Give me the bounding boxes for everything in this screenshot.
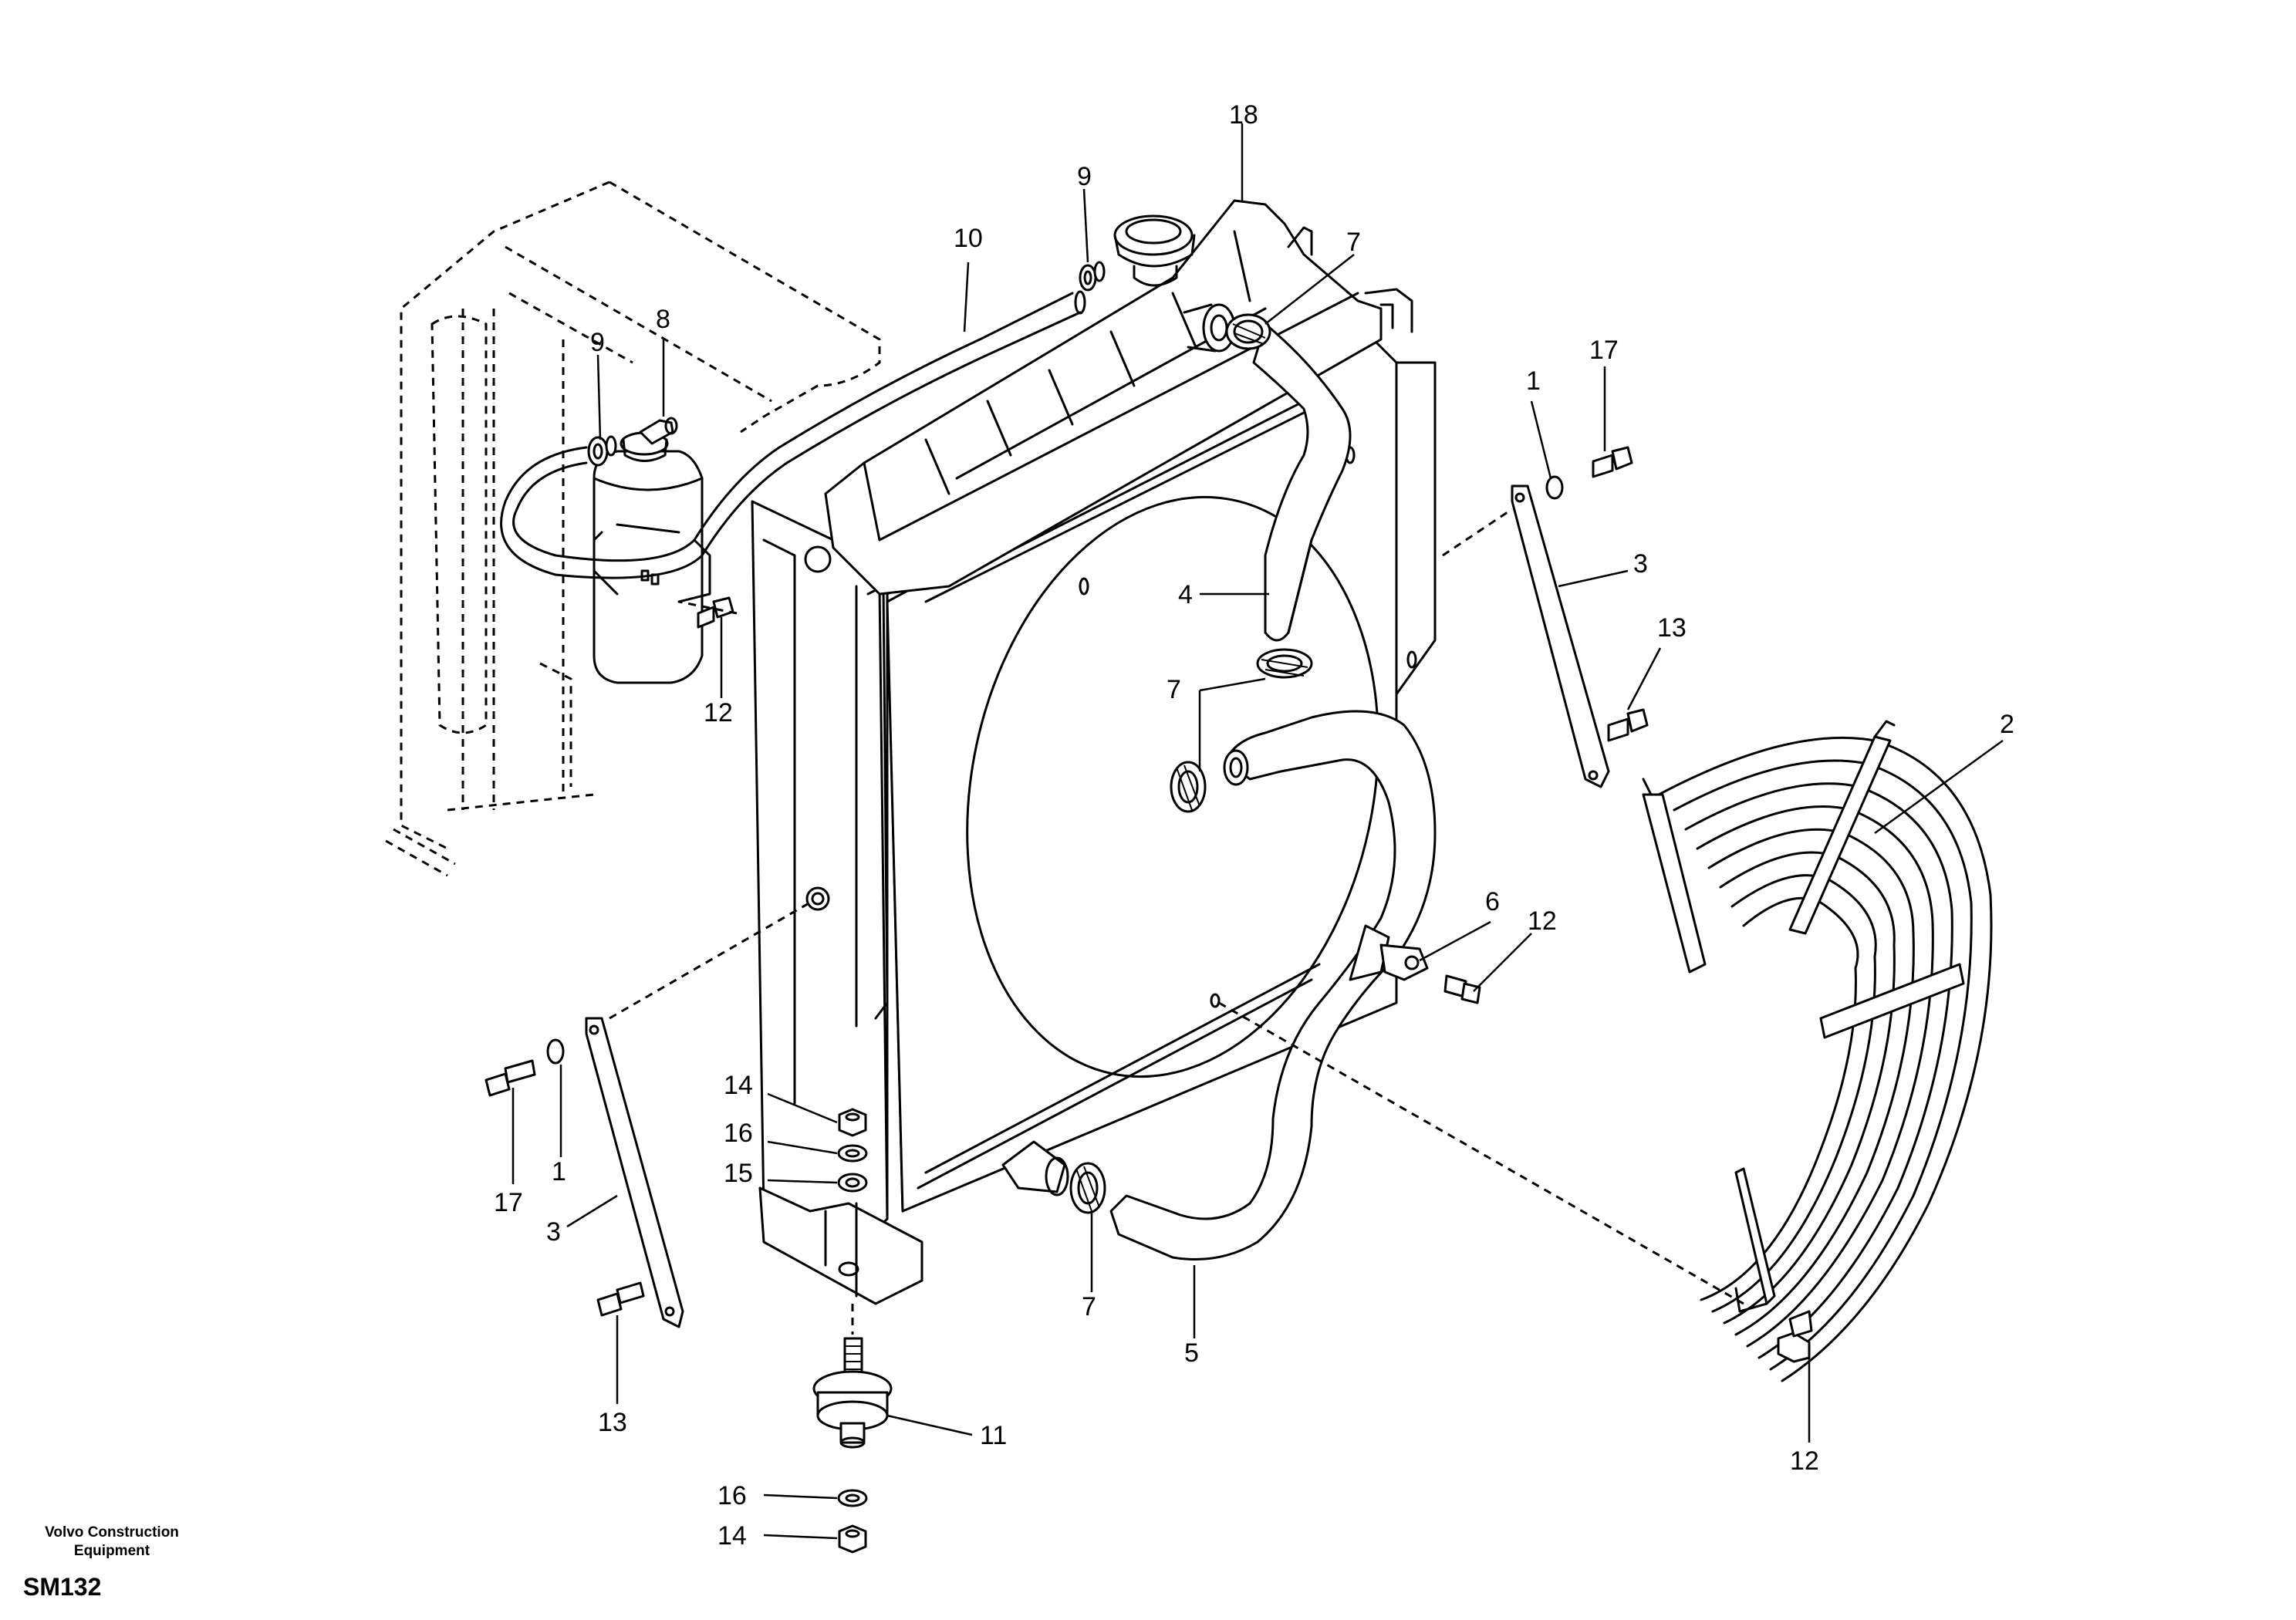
bolt-13-left: [596, 1281, 645, 1317]
callout-7: 7: [1167, 675, 1181, 704]
bolt-13-right: [1607, 708, 1649, 742]
callout-6: 6: [1485, 887, 1500, 916]
hose-clamp-middle: [1256, 648, 1313, 679]
washer-16-upper: [837, 1144, 868, 1163]
callout-labels: 18 9 10 7 8 9 1 17 3 4 13 12 7 2 6 12 14…: [494, 100, 2014, 1551]
callout-12: 12: [1790, 1446, 1819, 1476]
alignment-lines: [609, 508, 1744, 1335]
callout-1: 1: [552, 1157, 566, 1186]
callout-10: 10: [954, 224, 983, 253]
callout-7: 7: [1082, 1292, 1096, 1321]
company-line-2: Equipment: [73, 1543, 150, 1559]
callout-9: 9: [590, 328, 605, 357]
callout-7: 7: [1346, 228, 1361, 257]
hose-clamp-top: [1225, 313, 1271, 350]
callout-8: 8: [656, 305, 670, 334]
callout-12: 12: [704, 698, 733, 727]
washer-15: [837, 1173, 868, 1193]
callout-15: 15: [724, 1159, 753, 1188]
rubber-mount: [812, 1337, 893, 1449]
upper-hose: [1225, 313, 1352, 679]
callout-5: 5: [1184, 1338, 1199, 1368]
washer-16-lower: [837, 1489, 868, 1507]
company-name: Volvo Construction Equipment: [23, 1524, 201, 1561]
callout-4: 4: [1178, 580, 1193, 609]
drawing-code: SM132: [23, 1573, 102, 1601]
hose-clamp-bottom: [1069, 1162, 1106, 1214]
top-tank: [824, 199, 1413, 596]
fan-guard: [1642, 720, 1993, 1382]
callout-3: 3: [546, 1217, 561, 1247]
callout-11: 11: [980, 1421, 1007, 1450]
stay-bar-left: [585, 1017, 684, 1328]
callout-12: 12: [1528, 906, 1557, 936]
callout-18: 18: [1229, 100, 1258, 130]
phantom-frame: [385, 181, 881, 877]
callout-17: 17: [494, 1188, 523, 1217]
callout-16: 16: [724, 1119, 753, 1148]
overflow-hose: [500, 290, 1086, 579]
callout-2: 2: [2000, 710, 2014, 739]
radiator-cap: [1113, 214, 1196, 287]
nut-14-upper: [838, 1108, 867, 1137]
leader-lines: [512, 123, 2004, 1540]
callout-17: 17: [1589, 336, 1619, 365]
coolant-reservoir: [593, 417, 711, 684]
company-line-1: Volvo Construction: [45, 1524, 179, 1541]
footer: Volvo Construction Equipment SM132: [23, 1524, 201, 1601]
bolt-17-right: [1545, 446, 1633, 500]
bolt-17-left: [485, 1038, 565, 1097]
callout-9: 9: [1077, 162, 1092, 191]
callout-3: 3: [1633, 549, 1648, 579]
callout-13: 13: [598, 1408, 627, 1437]
callout-16: 16: [718, 1481, 747, 1510]
lower-hose: [1001, 710, 1437, 1261]
nut-14-lower: [838, 1524, 867, 1554]
callout-1: 1: [1526, 366, 1541, 396]
bolt-12-reservoir: [697, 596, 734, 629]
callout-13: 13: [1657, 613, 1687, 643]
seal-washers-9: [587, 261, 1106, 467]
hose-clamp-lower-left: [1170, 761, 1207, 813]
stay-bar-right: [1511, 484, 1610, 788]
callout-14: 14: [718, 1521, 747, 1551]
callout-14: 14: [724, 1071, 753, 1100]
